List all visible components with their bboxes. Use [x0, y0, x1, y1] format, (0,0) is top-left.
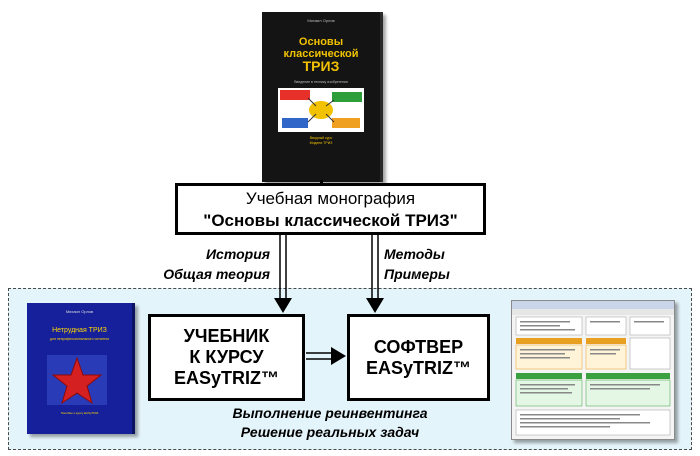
- arrow-to-textbook: [274, 235, 292, 313]
- left-arrow-label: История Общая теория: [150, 244, 270, 284]
- top-book-subtitle: Введение в технику изобретения: [294, 80, 348, 84]
- arrow-textbook-to-software: [306, 347, 346, 365]
- textbook-line2: К КУРСУ: [189, 347, 264, 367]
- left-book-subtitle: для непрофессионального читателя: [49, 337, 110, 341]
- bottom-caption-line2: Решение реальных задач: [240, 424, 420, 440]
- monograph-title-line2: "Основы классической ТРИЗ": [203, 211, 458, 230]
- software-screenshot-image: [512, 301, 674, 436]
- left-label-line1: История: [205, 246, 270, 262]
- top-book-title-line2: классической: [283, 48, 359, 60]
- software-line2: EASyTRIZ™: [365, 357, 471, 378]
- textbook-line1: УЧЕБНИК: [183, 326, 270, 346]
- red-star-icon: [47, 355, 107, 405]
- left-book-title: Нетрудная ТРИЗ: [52, 327, 107, 334]
- top-book-caption-line1: Вводный курс: [309, 136, 333, 140]
- top-book-caption: Вводный курс Модели ТРИЗ: [268, 136, 374, 146]
- left-label-line2: Общая теория: [163, 266, 270, 282]
- top-book-author: Михаил Орлов: [307, 18, 335, 23]
- left-book-author: Михаил Орлов: [65, 309, 94, 314]
- top-book-title-line1: Основы: [298, 36, 344, 48]
- bottom-caption-line1: Выполнение реинвентинга: [232, 405, 428, 421]
- left-book-cover: Михаил Орлов Нетрудная ТРИЗ для непрофес…: [27, 303, 135, 434]
- top-book-title-line3: ТРИЗ: [302, 58, 340, 74]
- software-box: СОФТВЕР EASyTRIZ™: [347, 314, 490, 401]
- top-book-scheme-image: [278, 88, 364, 132]
- left-book-footer: Пособие к курсу EASyTRIZ: [60, 411, 99, 415]
- right-label-line1: Методы: [384, 246, 445, 262]
- book-connector: [320, 180, 323, 184]
- software-line1: СОФТВЕР: [373, 336, 464, 357]
- right-arrow-label: Методы Примеры: [384, 244, 494, 284]
- top-book-cover: Михаил Орлов Основы классической ТРИЗ Вв…: [262, 12, 383, 182]
- right-label-line2: Примеры: [384, 266, 450, 282]
- top-book-caption-line2: Модели ТРИЗ: [309, 141, 333, 145]
- monograph-title-line1: Учебная монография: [245, 189, 416, 208]
- textbook-line3: EASyTRIZ™: [173, 368, 279, 388]
- top-book-title: Основы классической ТРИЗ: [262, 36, 380, 74]
- monograph-box: Учебная монография "Основы классической …: [175, 183, 486, 235]
- arrow-to-software: [366, 235, 384, 313]
- textbook-box: УЧЕБНИК К КУРСУ EASyTRIZ™: [148, 314, 305, 401]
- bottom-caption: Выполнение реинвентинга Решение реальных…: [190, 404, 470, 442]
- software-screenshot-thumbnail: [511, 300, 675, 440]
